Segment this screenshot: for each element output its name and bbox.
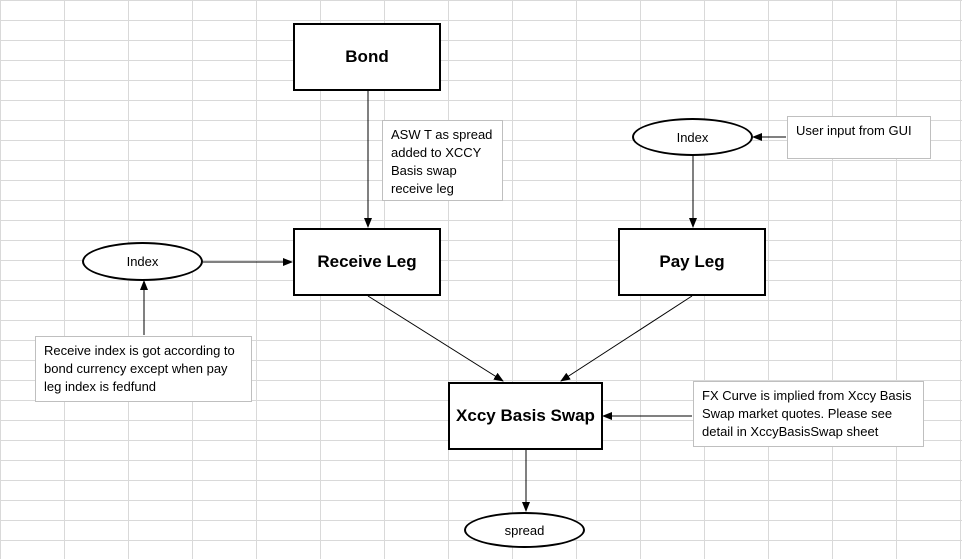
pay-leg-node: Pay Leg <box>618 228 766 296</box>
bond-node: Bond <box>293 23 441 91</box>
xccy-basis-swap-node-label: Xccy Basis Swap <box>456 406 595 425</box>
receive-leg-node-label: Receive Leg <box>317 252 417 271</box>
pay-index-node-label: Index <box>676 129 709 145</box>
edge-receive-leg-to-xccy-basis-swap <box>367 295 504 382</box>
edge-pay-leg-to-xccy-basis-swap <box>560 295 693 382</box>
fx-curve-note: FX Curve is implied from Xccy Basis Swap… <box>693 381 924 447</box>
receive-index-rule-note-text: Receive index is got according to bond c… <box>44 343 235 394</box>
receive-leg-node: Receive Leg <box>293 228 441 296</box>
receive-index-node-label: Index <box>126 254 159 269</box>
xccy-basis-swap-node: Xccy Basis Swap <box>448 382 603 450</box>
spread-node-label: spread <box>504 522 545 538</box>
pay-leg-node-label: Pay Leg <box>659 252 725 271</box>
bond-node-label: Bond <box>345 47 389 66</box>
fx-curve-note-text: FX Curve is implied from Xccy Basis Swap… <box>702 388 912 439</box>
user-input-note-text: User input from GUI <box>796 123 912 138</box>
spread-node: spread <box>464 512 585 548</box>
user-input-note: User input from GUI <box>787 116 931 159</box>
asw-note-text: ASW T as spread added to XCCY Basis swap… <box>391 127 493 196</box>
pay-index-node: Index <box>632 118 753 156</box>
receive-index-node: Index <box>82 242 203 281</box>
asw-note: ASW T as spread added to XCCY Basis swap… <box>382 120 503 201</box>
receive-index-rule-note: Receive index is got according to bond c… <box>35 336 252 402</box>
